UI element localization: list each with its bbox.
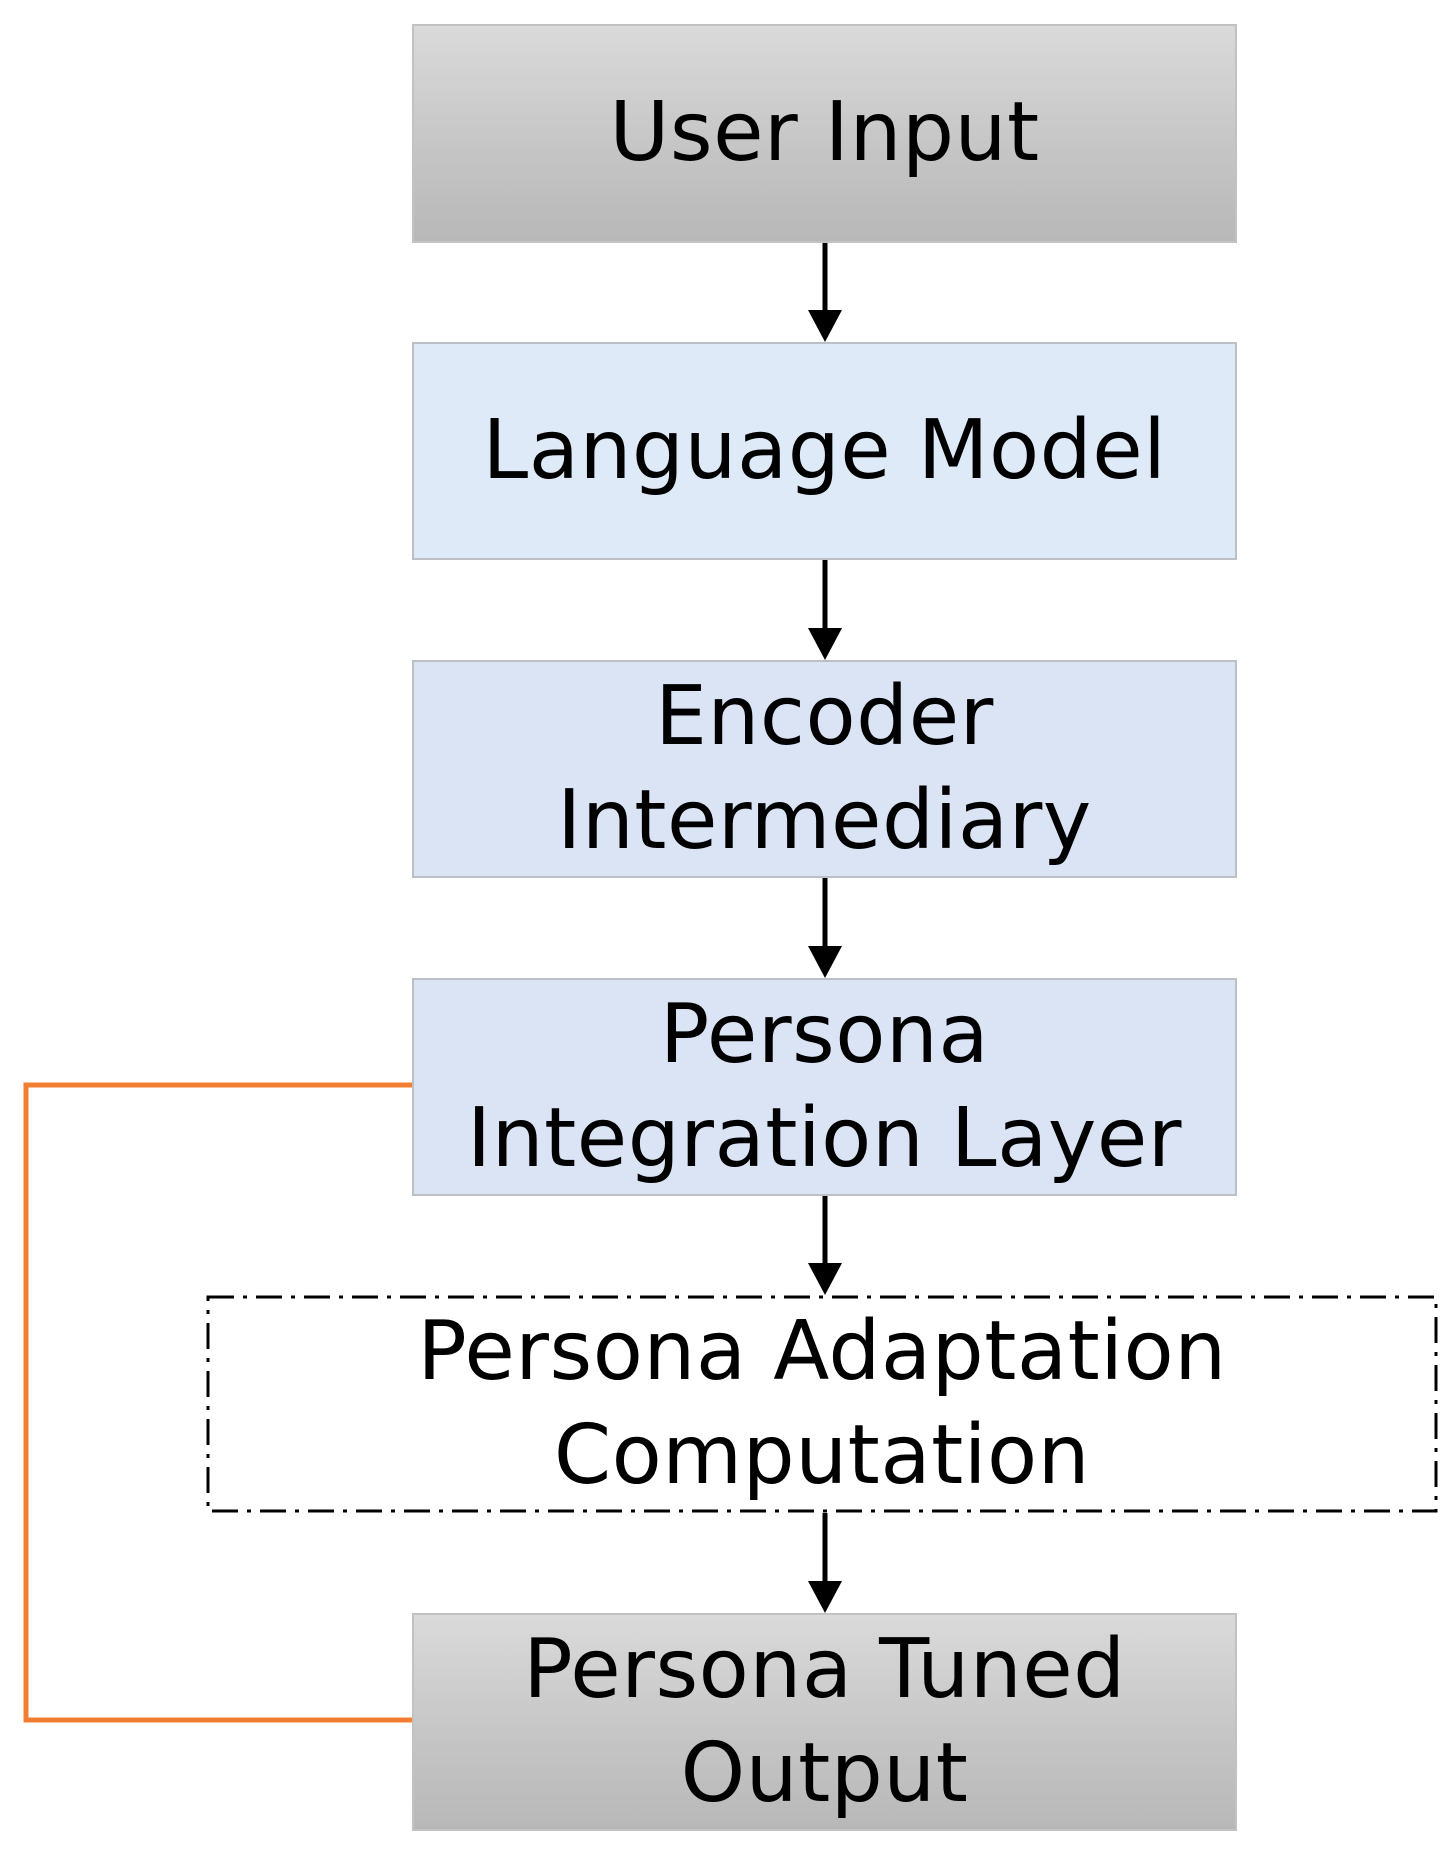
adaptation-label-line-1: Persona Adaptation	[417, 1303, 1227, 1399]
user-input-label: User Input	[609, 85, 1040, 181]
persona-tuned-output-node: Persona Tuned Output	[412, 1613, 1237, 1831]
feedback-connector	[23, 1082, 412, 1723]
output-label-line-2: Output	[680, 1726, 969, 1821]
arrow-user-input-to-language-model	[808, 243, 842, 342]
arrow-persona-integration-to-adaptation	[808, 1196, 842, 1295]
arrow-language-model-to-encoder	[808, 560, 842, 660]
persona-integration-label-line-1: Persona	[659, 986, 990, 1082]
language-model-label: Language Model	[482, 402, 1167, 498]
adaptation-dashed-border	[206, 1295, 1438, 1513]
persona-integration-label-line-2: Integration Layer	[466, 1091, 1183, 1186]
encoder-label-line-2: Intermediary	[557, 773, 1092, 868]
arrow-encoder-to-persona-integration	[808, 878, 842, 978]
output-label-line-1: Persona Tuned	[523, 1621, 1126, 1717]
encoder-label-line-1: Encoder	[655, 668, 994, 764]
persona-adaptation-computation-node: Persona Adaptation Computation	[206, 1295, 1438, 1513]
persona-integration-layer-node: Persona Integration Layer	[412, 978, 1237, 1196]
encoder-intermediary-node: Encoder Intermediary	[412, 660, 1237, 878]
user-input-node: User Input	[412, 24, 1237, 243]
language-model-node: Language Model	[412, 342, 1237, 560]
adaptation-label-line-2: Computation	[553, 1408, 1091, 1503]
arrow-adaptation-to-output	[808, 1513, 842, 1613]
